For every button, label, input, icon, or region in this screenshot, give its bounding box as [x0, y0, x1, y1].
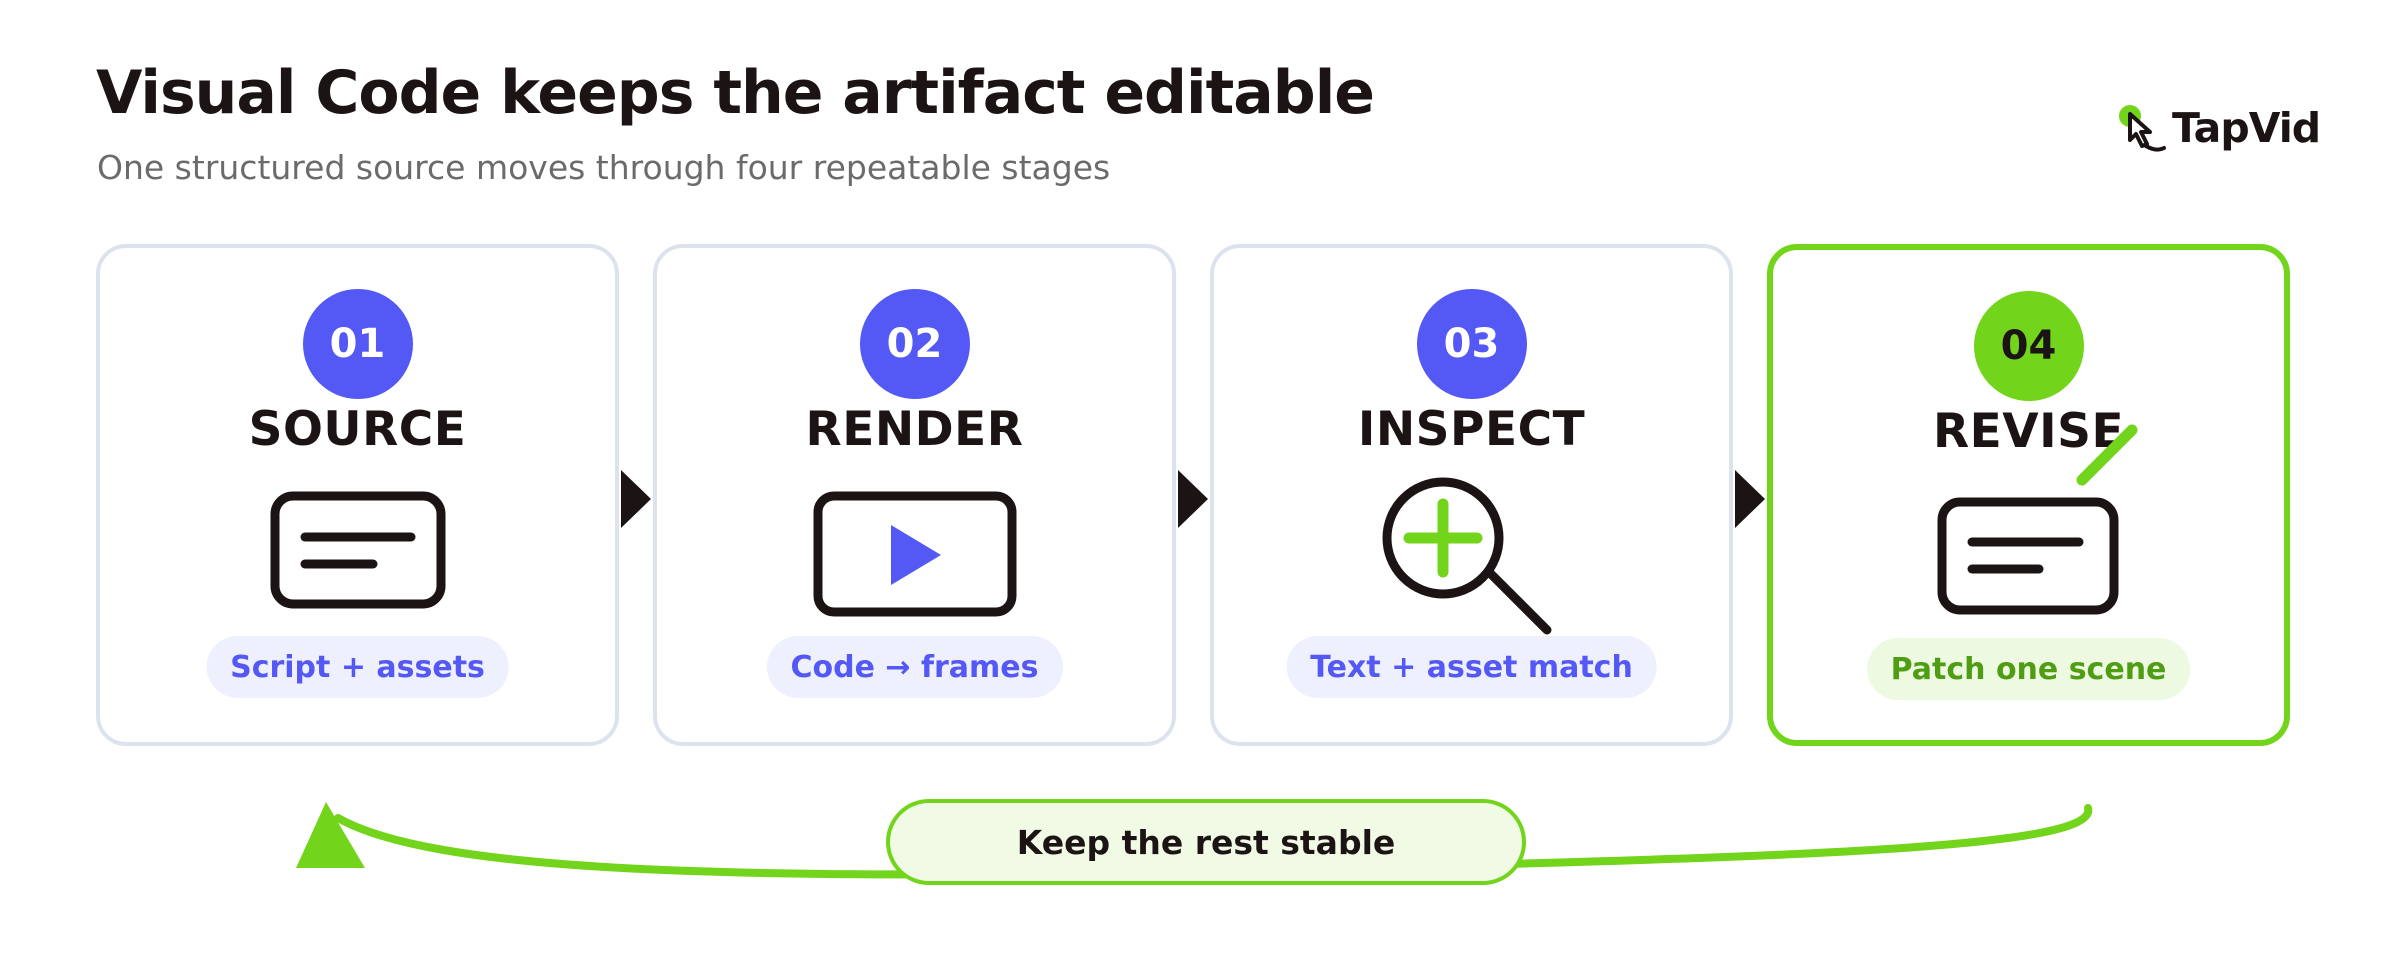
stage-caption: Patch one scene — [1866, 638, 2191, 700]
magnifier-plus-icon — [1382, 477, 1551, 635]
stage-card-revise: 04 REVISE Patch one scene — [1767, 244, 2290, 746]
stage-number-badge: 03 — [1416, 289, 1527, 399]
diagram-title: Visual Code keeps the artifact editable — [96, 58, 1375, 128]
flow-arrow — [621, 470, 651, 528]
stage-number-badge: 02 — [859, 289, 970, 399]
brand-logo: TapVid — [2116, 100, 2334, 164]
stage-card-source: 01 SOURCE Script + assets — [96, 244, 619, 746]
stage-title: INSPECT — [1357, 402, 1586, 457]
stage-title: REVISE — [1932, 404, 2125, 459]
flow-arrow — [1178, 470, 1208, 528]
stage-card-inspect: 03 INSPECT Text + asset match — [1210, 244, 1733, 746]
loop-label: Keep the rest stable — [886, 799, 1526, 885]
stage-number-badge: 04 — [1973, 291, 2084, 401]
stage-caption: Script + assets — [206, 636, 509, 698]
stage-number-badge: 01 — [302, 289, 413, 399]
script-card-icon — [270, 491, 445, 609]
pointer-hand-icon — [2119, 105, 2166, 152]
stage-card-render: 02 RENDER Code → frames — [653, 244, 1176, 746]
play-frame-icon — [813, 491, 1016, 617]
diagram-subtitle: One structured source moves through four… — [97, 148, 1111, 187]
edit-card-icon — [1937, 424, 2137, 615]
flow-arrow — [1735, 470, 1765, 528]
stage-title: SOURCE — [248, 402, 467, 457]
stage-title: RENDER — [805, 402, 1024, 457]
stage-caption: Text + asset match — [1286, 636, 1657, 698]
brand-name: TapVid — [2172, 104, 2321, 152]
stage-caption: Code → frames — [766, 636, 1063, 698]
